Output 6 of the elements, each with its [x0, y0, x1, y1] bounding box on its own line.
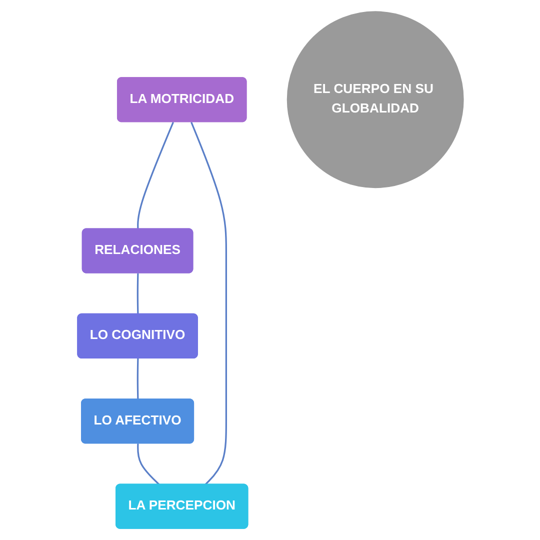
connector [136, 273, 138, 314]
connector [136, 122, 174, 230]
connector [136, 358, 138, 400]
connector [190, 122, 227, 486]
node-circle: EL CUERPO EN SU GLOBALIDAD [286, 11, 464, 188]
connector [136, 444, 160, 486]
